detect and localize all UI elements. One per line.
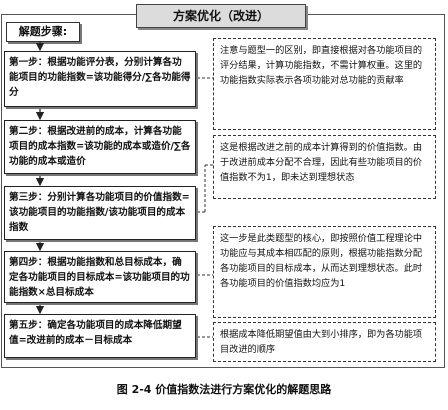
diagram-title: 方案优化（改进） [136,4,306,28]
note-1: 注意与题型一的区别，即直接根据对各功能项目的评分结果，计算功能指数，不需计算权重… [213,38,436,130]
note-2: 这是根据改进之前的成本计算得到的价值指数。由于改进前成本分配不合理，因此有些功能… [213,135,436,199]
step-5-box: 第五步：确定各功能项目的成本降低期望值=改进前的成本－目标成本 [4,314,196,358]
note-3: 这一步是此类题型的核心，即按照价值工程理论中功能应与其成本相匹配的原则，根据功能… [213,226,436,318]
step-2-box: 第二步：根据改进前的成本，计算各功能项目的成本指数=该功能的成本或造价/∑各功能… [4,120,196,174]
step-4-box: 第四步：根据功能指数和总目标成本，确定各功能项目的目标成本=该功能项目的功能指数… [4,251,196,303]
steps-label: 解题步骤: [6,22,80,42]
figure-caption: 图 2-4 价值指数法进行方案优化的解题思路 [116,383,332,396]
note-4: 根据成本降低期望值由大到小排序，即为各功能项目改进的顺序 [213,322,436,362]
step-3-box: 第三步：分别计算各功能项目的价值指数=该功能项目的功能指数/该功能项目的成本指数 [4,186,196,240]
step-1-box: 第一步：根据功能评分表，分别计算各功能项目的功能指数=该功能得分/∑各功能得分 [4,51,196,107]
